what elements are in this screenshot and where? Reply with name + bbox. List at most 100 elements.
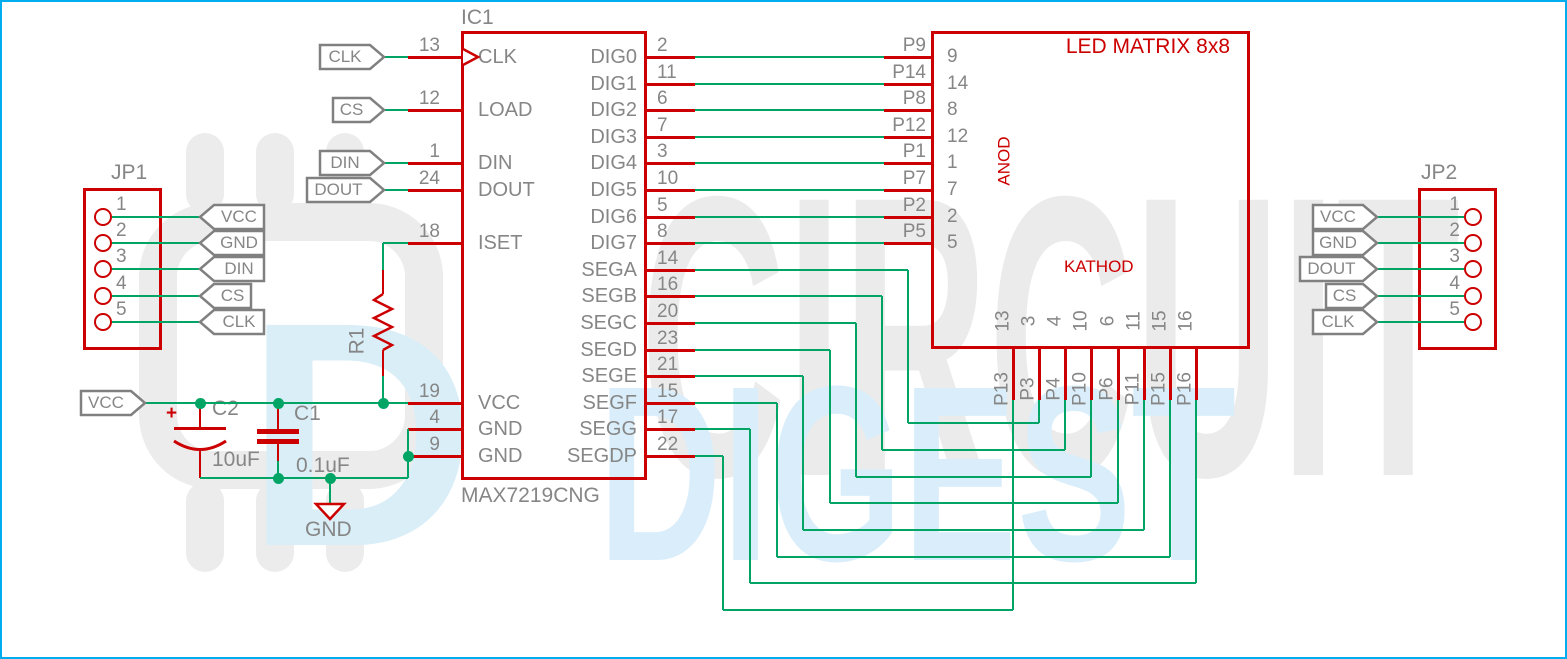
ic-pin-name: DIG0	[590, 46, 637, 68]
matrix-pin-stub	[1142, 347, 1146, 400]
wire-segment	[695, 109, 884, 111]
wire-segment	[882, 449, 1065, 451]
wire-segment	[776, 403, 778, 557]
watermark-word-digest: DIGEST	[598, 334, 1236, 613]
wire-segment	[695, 242, 884, 244]
pin-number: 9	[947, 46, 958, 67]
net-flag-label: VCC	[88, 393, 124, 412]
matrix-pin-stub	[884, 188, 933, 192]
matrix-title: LED MATRIX 8x8	[1065, 35, 1230, 58]
wire-segment	[1377, 321, 1464, 323]
wire-segment	[381, 350, 385, 376]
capacitor-c1-reference: C1	[294, 402, 321, 425]
wire-segment	[695, 189, 884, 191]
led-matrix-box	[931, 31, 1250, 349]
chip-logo-body	[139, 203, 443, 489]
ic-pin-stub	[645, 454, 695, 458]
ic-pin-name: SEGE	[581, 365, 637, 387]
matrix-pin-stub	[1194, 347, 1198, 400]
ic-pin-name: DIG5	[590, 179, 637, 201]
capacitor-plate	[257, 439, 299, 444]
wire-segment	[384, 162, 408, 164]
wire-segment	[276, 403, 280, 429]
wire-segment	[1377, 216, 1464, 218]
wire-segment	[384, 56, 408, 58]
ic-part-number: MAX7219CNG	[461, 484, 600, 507]
net-flag-label: DIN	[224, 259, 254, 278]
junction-dot	[272, 472, 284, 484]
pin-number: 3	[116, 246, 127, 267]
ic-pin-stub	[645, 321, 695, 325]
wire-segment	[112, 321, 200, 323]
ic-pin-stub	[408, 401, 463, 405]
net-flag-label: CLK	[328, 47, 362, 66]
ic-pin-stub	[645, 135, 695, 139]
ic-pin-name: DOUT	[478, 179, 535, 201]
pin-number: 3	[1449, 246, 1460, 267]
pin-number: 1	[116, 194, 127, 215]
matrix-anode-label: ANOD	[994, 136, 1014, 186]
ic-pin-stub	[408, 241, 463, 245]
wire-segment	[382, 243, 384, 270]
pin-number: 5	[1449, 299, 1460, 320]
matrix-pin-stub	[884, 161, 933, 165]
net-label: P14	[892, 62, 926, 83]
wire-segment	[1090, 400, 1092, 477]
wire-segment	[695, 322, 856, 324]
matrix-pin-stub	[1089, 347, 1093, 400]
pin-number: 13	[418, 35, 440, 56]
wire-segment	[695, 269, 908, 271]
pin-number: 6	[1097, 315, 1119, 327]
wire-segment	[695, 56, 884, 58]
connector-pin-circle	[1464, 260, 1482, 278]
pin-number: 19	[418, 381, 440, 402]
wire-segment	[695, 216, 884, 218]
pin-number: 2	[1449, 220, 1460, 241]
wire-segment	[1377, 268, 1464, 270]
pin-number: 20	[657, 301, 679, 322]
matrix-pin-stub	[1116, 347, 1120, 400]
ic-pin-name: VCC	[478, 392, 521, 414]
resistor-reference: R1	[345, 327, 369, 355]
pin-number: 5	[657, 195, 668, 216]
ic-pin-stub	[645, 161, 695, 165]
pin-number: 14	[947, 73, 969, 94]
net-flag-label: CLK	[1321, 312, 1355, 331]
connector-pin-circle	[1464, 208, 1482, 226]
pin-number: 13	[992, 310, 1014, 332]
pin-number: 16	[1175, 310, 1197, 332]
junction-dot	[324, 472, 336, 484]
ic-pin-stub	[645, 348, 695, 352]
net-flag-label: DOUT	[314, 180, 363, 199]
wire-segment	[1038, 400, 1040, 423]
pin-number: 17	[657, 407, 679, 428]
net-label: P15	[1148, 372, 1170, 406]
wire-segment	[855, 323, 857, 477]
net-label: P16	[1174, 372, 1196, 406]
matrix-pin-stub	[1011, 347, 1015, 400]
pin-number: 11	[657, 62, 677, 83]
ic-pin-stub	[408, 188, 463, 192]
ic-pin-name: DIG6	[590, 206, 637, 228]
wire-segment	[695, 162, 884, 164]
connector-pin-circle	[94, 287, 112, 305]
pin-number: 1	[947, 152, 958, 173]
pin-number: 10	[1070, 310, 1092, 332]
connector-pin-circle	[1464, 234, 1482, 252]
pin-number: 4	[429, 407, 440, 428]
ic-pin-name: ISET	[478, 232, 523, 254]
pin-number: 2	[657, 35, 668, 56]
matrix-pin-stub	[884, 215, 933, 219]
connector-pin-circle	[1464, 287, 1482, 305]
wire-segment	[198, 403, 202, 427]
pin-number: 8	[947, 99, 958, 120]
ic-pin-stub	[408, 161, 463, 165]
wire-segment	[384, 189, 408, 191]
net-label: P13	[991, 372, 1013, 406]
wire-segment	[907, 270, 909, 423]
pin-number: 23	[657, 328, 679, 349]
wire-segment	[802, 376, 804, 530]
junction-dot	[377, 397, 389, 409]
pin-number: 4	[1044, 315, 1066, 327]
